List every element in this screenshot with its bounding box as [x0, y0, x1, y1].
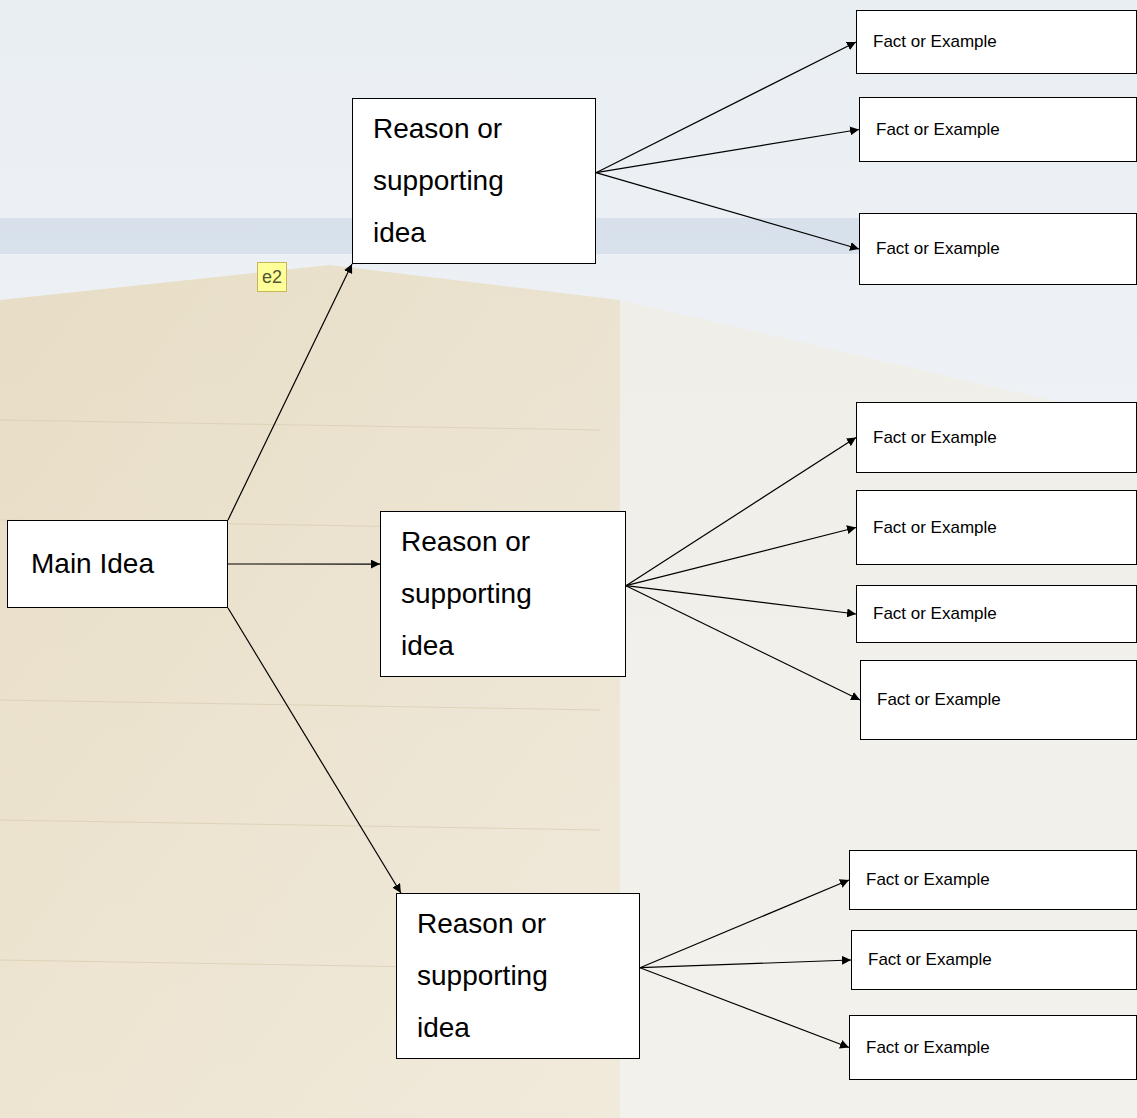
node-text: Fact or Example — [877, 690, 1001, 710]
fact-box: Fact or Example — [849, 1015, 1137, 1080]
node-text: Main Idea — [31, 547, 154, 581]
node-text: Reason or supporting idea — [373, 103, 533, 259]
book-stack — [0, 265, 620, 1118]
arrow-connector — [626, 438, 856, 586]
arrow-connector — [228, 264, 352, 520]
fact-box: Fact or Example — [856, 490, 1137, 565]
reason-box: Reason or supporting idea — [352, 98, 596, 264]
arrow-connector — [626, 586, 856, 614]
fact-box: Fact or Example — [859, 97, 1137, 162]
node-text: Fact or Example — [873, 604, 997, 624]
fact-box: Fact or Example — [860, 660, 1137, 740]
node-text: Reason or supporting idea — [401, 516, 561, 672]
node-text: Fact or Example — [873, 518, 997, 538]
node-text: Fact or Example — [876, 239, 1000, 259]
arrow-connector — [228, 608, 401, 893]
fact-box: Fact or Example — [856, 585, 1137, 643]
reason-box: Reason or supporting idea — [380, 511, 626, 677]
node-text: Fact or Example — [868, 950, 992, 970]
fact-box: Fact or Example — [856, 402, 1137, 473]
arrow-connector — [596, 173, 859, 249]
arrow-connector — [228, 563, 380, 564]
arrow-connector — [596, 130, 859, 173]
node-text: Fact or Example — [873, 32, 997, 52]
node-text: Fact or Example — [873, 428, 997, 448]
fact-box: Fact or Example — [856, 10, 1137, 74]
fact-box: Fact or Example — [851, 930, 1137, 990]
node-text: Fact or Example — [876, 120, 1000, 140]
arrow-connector — [626, 586, 860, 700]
reason-box: Reason or supporting idea — [396, 893, 640, 1059]
arrow-connector — [640, 968, 849, 1048]
node-text: Fact or Example — [866, 870, 990, 890]
fact-box: Fact or Example — [859, 213, 1137, 285]
arrow-connector — [596, 42, 856, 173]
main-idea-box: Main Idea — [7, 520, 228, 608]
book-pages — [620, 300, 1137, 1118]
page-lines — [0, 420, 600, 970]
arrow-connector — [626, 528, 856, 586]
node-text: Fact or Example — [866, 1038, 990, 1058]
arrow-connector — [640, 880, 849, 968]
callout-label: e2 — [257, 262, 287, 292]
node-text: Reason or supporting idea — [417, 898, 577, 1054]
arrow-connector — [640, 960, 851, 968]
fact-box: Fact or Example — [849, 850, 1137, 910]
